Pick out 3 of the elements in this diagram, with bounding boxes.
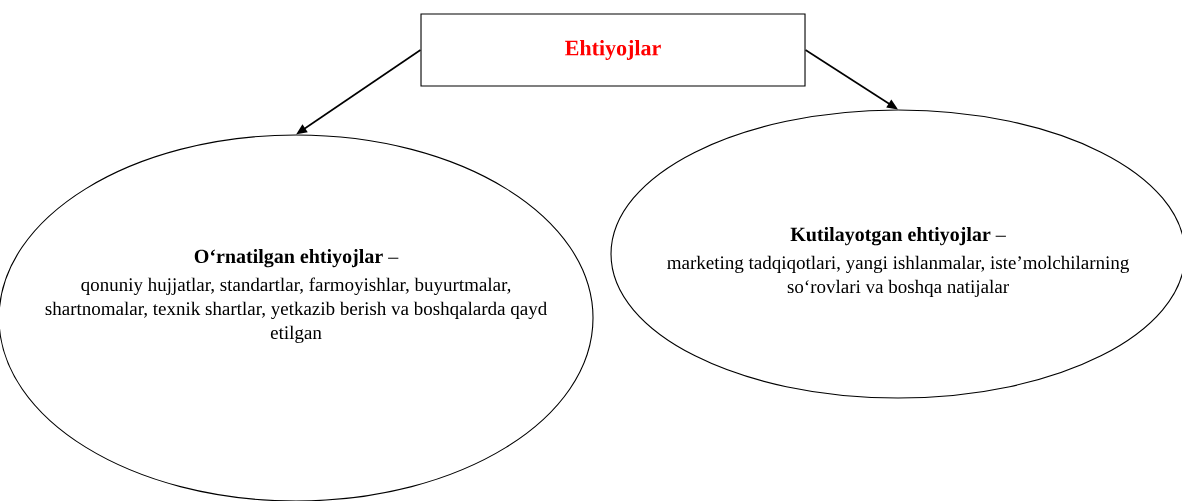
arrow [804,49,898,110]
arrow [296,49,422,135]
title-box: Ehtiyojlar [420,13,806,87]
